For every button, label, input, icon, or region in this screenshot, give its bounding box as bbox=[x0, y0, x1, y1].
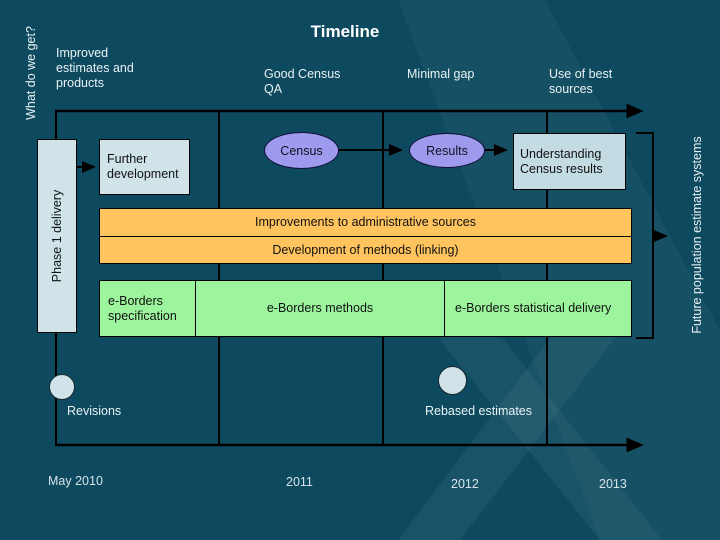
revisions-label: Revisions bbox=[67, 404, 122, 418]
eborders-specification-box: e-Borders specification bbox=[99, 280, 196, 337]
tick-2012: 2012 bbox=[451, 477, 479, 491]
rebased-estimates-label: Rebased estimates bbox=[425, 404, 533, 418]
tick-2011: 2011 bbox=[286, 475, 313, 489]
phase-label-minimal-gap: Minimal gap bbox=[407, 67, 475, 81]
slide-title: Timeline bbox=[310, 22, 380, 41]
phase-label-improved-estimates: Improved estimates and products bbox=[56, 46, 134, 90]
methods-linking-bar: Development of methods (linking) bbox=[99, 237, 632, 264]
output-bracket bbox=[636, 132, 654, 339]
left-axis-label: What do we get? bbox=[24, 26, 38, 120]
further-development-box: Further development bbox=[99, 139, 190, 195]
eborders-methods-bar: e-Borders methods bbox=[196, 280, 445, 337]
results-oval: Results bbox=[409, 133, 485, 168]
phase-label-use-of-best-sources: Use of best sources bbox=[549, 67, 613, 96]
rebased-milestone-circle bbox=[438, 366, 467, 395]
phase-label-good-census-qa: Good Census QA bbox=[264, 67, 341, 96]
right-axis-label: Future population estimate systems bbox=[690, 136, 704, 334]
tick-2013: 2013 bbox=[599, 477, 627, 491]
understanding-census-results-box: Understanding Census results bbox=[513, 133, 626, 190]
census-oval: Census bbox=[264, 132, 339, 169]
eborders-statistical-delivery-box: e-Borders statistical delivery bbox=[445, 280, 632, 337]
tick-may-2010: May 2010 bbox=[48, 474, 103, 488]
phase1-delivery-box bbox=[37, 139, 77, 333]
revisions-milestone-circle bbox=[49, 374, 75, 400]
admin-sources-bar: Improvements to administrative sources bbox=[99, 208, 632, 237]
phase1-delivery-label: Phase 1 delivery bbox=[50, 189, 64, 283]
